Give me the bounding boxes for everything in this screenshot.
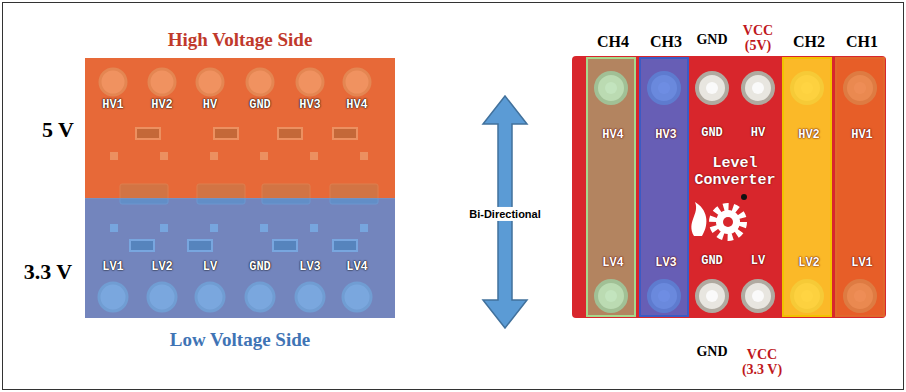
left-board: [85, 58, 395, 318]
pin-label: LV2: [798, 257, 820, 270]
pin-label: HV2: [151, 99, 173, 112]
channel-label: CH1: [846, 33, 878, 51]
marker-dot: [741, 194, 747, 200]
pin-label: LV1: [102, 261, 124, 274]
pad: [743, 73, 773, 103]
voltage-band: Low Voltage SideLV1LV2LVGNDLV3LV4: [85, 198, 395, 318]
pin-name: GND: [696, 344, 727, 359]
pin-label: HV3: [655, 129, 677, 142]
pad: [697, 73, 727, 103]
pin-label: LV: [203, 261, 217, 274]
pad-hole: [706, 290, 718, 302]
pcb: [85, 58, 395, 318]
converter-board: GNDHVLevel ConverterGNDLVCH4HV4LV4CH3HV3…: [572, 56, 886, 318]
flame-logo: [691, 202, 706, 236]
board-title: Level Converter: [689, 156, 781, 189]
voltage-band: High Voltage SideHV1HV2HVGNDHV3HV4: [85, 58, 395, 199]
channel-label: CH4: [597, 33, 629, 51]
pin-label: HV: [751, 127, 765, 140]
pin-label: LV2: [151, 261, 173, 274]
pin-label: GND: [701, 255, 723, 268]
pin-label: GND: [249, 261, 271, 274]
pin-label: LV4: [346, 261, 368, 274]
pin-label: LV4: [602, 257, 624, 270]
channel-label: CH3: [650, 33, 682, 51]
pad: [743, 281, 773, 311]
pin-label: LV3: [299, 261, 321, 274]
supply-label: VCC (5V): [735, 23, 781, 54]
pin-label: LV: [751, 255, 765, 268]
pad: [697, 281, 727, 311]
pin-label: HV4: [346, 99, 368, 112]
pcb: [572, 56, 886, 318]
pin-name: GND: [696, 32, 727, 47]
pin-label: HV1: [851, 129, 873, 142]
gear-logo: [716, 210, 740, 234]
pin-label: HV3: [299, 99, 321, 112]
gear-logo: [713, 207, 743, 237]
pin-label: HV1: [102, 99, 124, 112]
pin-label: HV: [203, 99, 217, 112]
side-heading: High Voltage Side: [168, 30, 313, 51]
pin-label: HV2: [798, 129, 820, 142]
channel-column: CH2HV2LV2: [782, 57, 832, 317]
voltage-label: 5 V: [42, 118, 74, 142]
pin-label: LV3: [655, 257, 677, 270]
channel-column: CH3HV3LV3: [639, 57, 689, 317]
right-board: [572, 56, 886, 318]
side-heading: Low Voltage Side: [170, 330, 310, 351]
pad-hole: [752, 290, 764, 302]
gear-hole: [723, 217, 733, 227]
channel-column: CH4HV4LV4: [586, 57, 636, 317]
voltage-label: 3.3 V: [24, 260, 73, 284]
frame: [3, 3, 904, 390]
channel-label: CH2: [793, 33, 825, 51]
pin-label: LV1: [851, 257, 873, 270]
supply-label: VCC (3.3 V): [739, 347, 785, 378]
pad-hole: [752, 82, 764, 94]
channel-column: CH1HV1LV1: [835, 57, 885, 317]
arrow-label: Bi-Directional: [466, 207, 544, 221]
pin-label: HV4: [602, 129, 624, 142]
pin-label: GND: [701, 127, 723, 140]
pin-label: GND: [249, 99, 271, 112]
pad-hole: [706, 82, 718, 94]
